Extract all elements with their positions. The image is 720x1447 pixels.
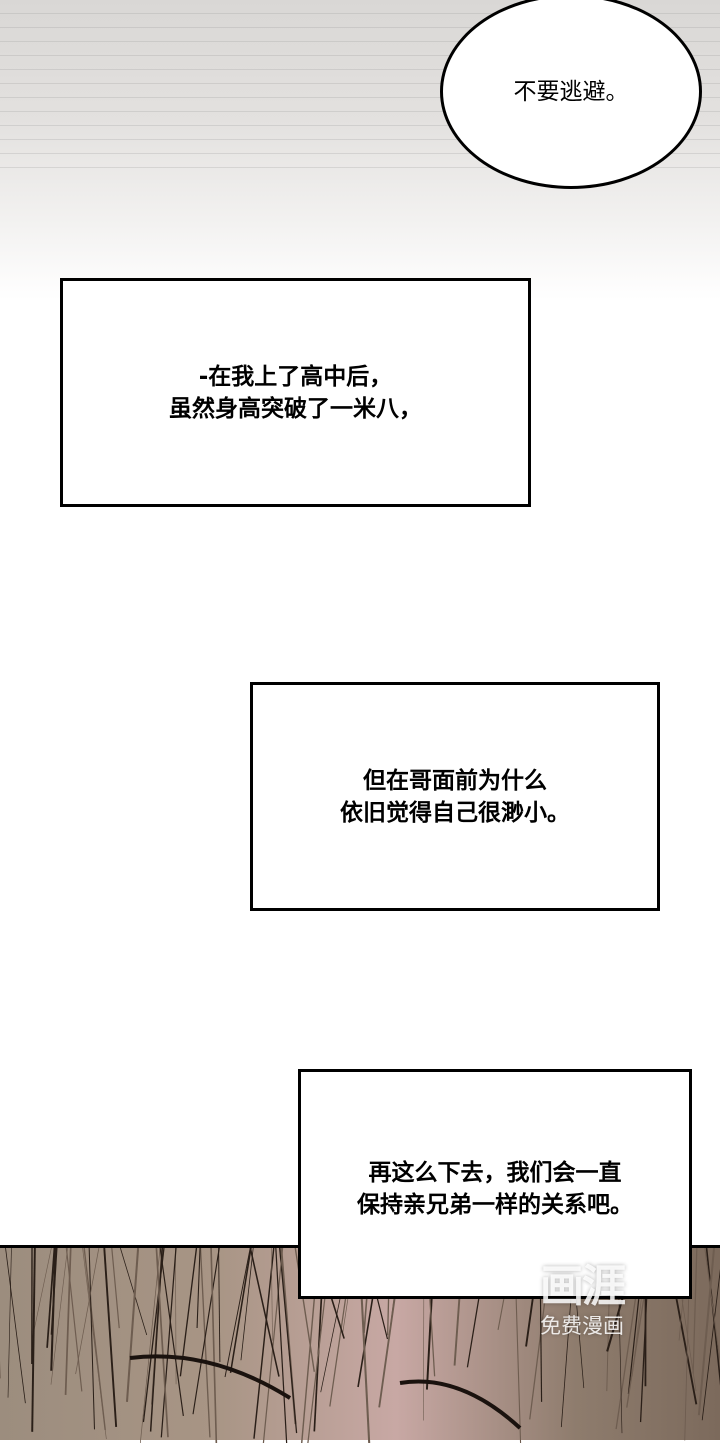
- hair-stroke: [263, 1248, 282, 1443]
- speech-bubble: 不要逃避。: [440, 0, 702, 189]
- hair-stroke: [200, 1248, 209, 1437]
- hair-stroke: [156, 1248, 168, 1437]
- eyebrow: [400, 1381, 520, 1428]
- hair-stroke: [127, 1248, 138, 1402]
- caption-line: 虽然身高突破了一米八，: [169, 396, 422, 422]
- hair-stroke: [76, 1248, 99, 1374]
- caption-line: 但在哥面前为什么: [363, 768, 547, 794]
- caption-line: 再这么下去，我们会一直: [369, 1160, 622, 1186]
- caption-line: -在我上了高中后，: [199, 364, 393, 390]
- caption-box-2: 但在哥面前为什么依旧觉得自己很渺小。: [250, 682, 660, 911]
- caption-line: 保持亲兄弟一样的关系吧。: [357, 1192, 633, 1218]
- hair-stroke: [197, 1248, 200, 1328]
- hair-stroke: [84, 1248, 105, 1430]
- hair-stroke: [280, 1248, 297, 1433]
- watermark-subtitle: 免费漫画: [540, 1312, 624, 1340]
- watermark: 画涯 免费漫画: [540, 1262, 624, 1340]
- hair-stroke: [66, 1248, 71, 1395]
- hair-stroke: [250, 1248, 279, 1377]
- caption-box-1: -在我上了高中后， 虽然身高突破了一米八，: [60, 278, 531, 507]
- hair-stroke: [699, 1248, 714, 1415]
- hair-stroke: [219, 1248, 220, 1362]
- hair-stroke: [151, 1248, 163, 1432]
- hair-stroke: [693, 1248, 697, 1373]
- hair-stroke: [231, 1248, 251, 1373]
- caption-box-3: 再这么下去，我们会一直保持亲兄弟一样的关系吧。: [298, 1069, 692, 1299]
- caption-line: 依旧觉得自己很渺小。: [340, 800, 570, 826]
- hair-stroke: [112, 1248, 119, 1328]
- watermark-logo: 画涯: [540, 1262, 624, 1312]
- hair-stroke: [160, 1248, 183, 1416]
- hair-stroke: [211, 1248, 217, 1443]
- speech-text: 不要逃避。: [514, 72, 629, 106]
- hair-stroke: [276, 1248, 287, 1443]
- hair-stroke: [140, 1248, 160, 1443]
